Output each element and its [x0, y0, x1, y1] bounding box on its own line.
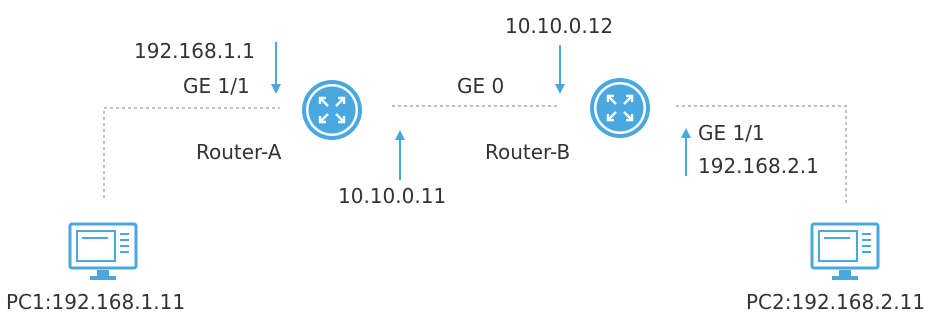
- link-router-b-pc2: [676, 105, 847, 204]
- router-b-wan-ip: 10.10.0.12: [505, 14, 614, 38]
- pc2-label: PC2:192.168.2.11: [746, 290, 926, 314]
- router-b-label: Router-B: [485, 140, 571, 164]
- router-a-label: Router-A: [196, 140, 282, 164]
- pc1-label: PC1:192.168.1.11: [6, 290, 186, 314]
- router-a-lan-interface: GE 1/1: [183, 74, 250, 98]
- router-a-lan-ip: 192.168.1.1: [134, 39, 255, 63]
- monitor-icon: [68, 222, 138, 280]
- router-b-lan-interface: GE 1/1: [698, 121, 765, 145]
- router-b-wan-interface: GE 0: [457, 74, 505, 98]
- arrow-down-icon: [555, 45, 565, 94]
- monitor-icon: [810, 222, 880, 280]
- router-icon: [302, 80, 362, 140]
- arrow-up-icon: [395, 130, 405, 180]
- router-b-lan-ip: 192.168.2.1: [698, 154, 819, 178]
- arrow-down-icon: [271, 42, 281, 94]
- router-icon: [590, 78, 650, 138]
- router-a-wan-ip: 10.10.0.11: [338, 184, 447, 208]
- arrow-up-icon: [681, 128, 691, 176]
- link-pc1-router-a: [103, 107, 280, 198]
